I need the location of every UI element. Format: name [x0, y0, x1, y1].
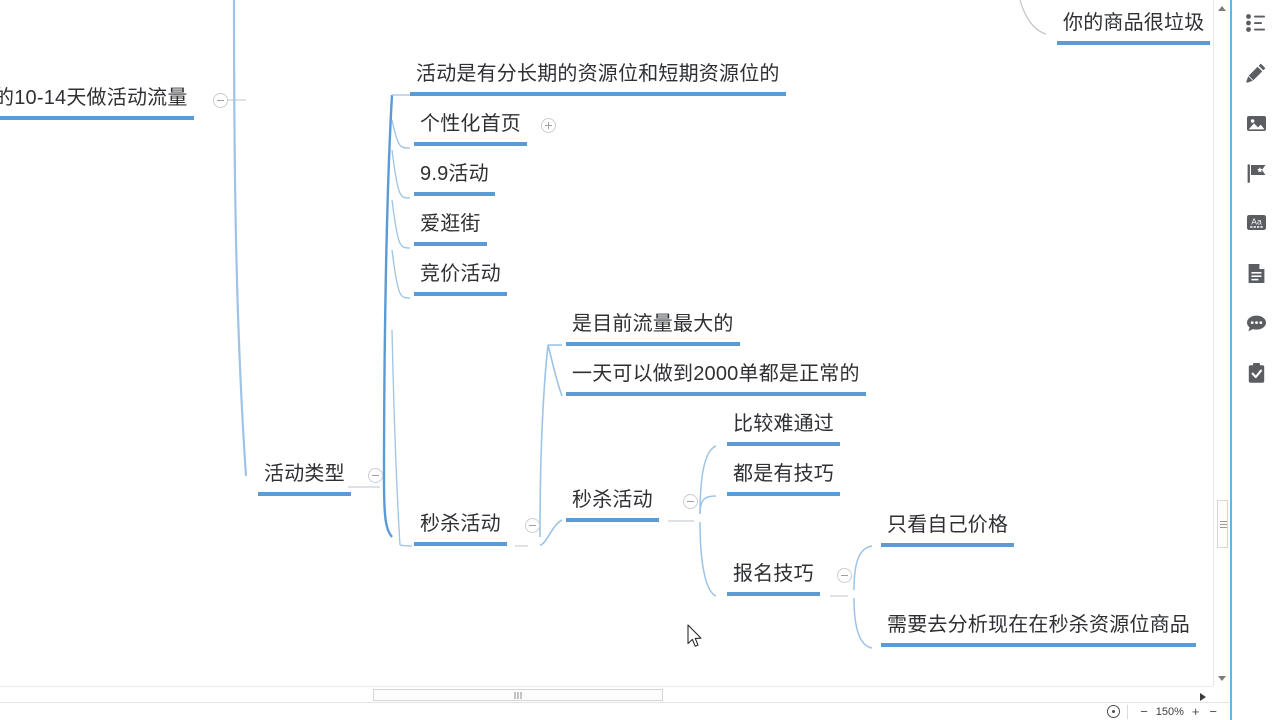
mindmap-node[interactable]: 是目前流量最大的: [566, 312, 740, 346]
mindmap-node[interactable]: 个性化首页: [414, 112, 527, 146]
scroll-thumb-grip-icon: [1220, 521, 1227, 528]
scroll-thumb-grip-icon: [514, 692, 522, 699]
expand-node-button[interactable]: [541, 118, 556, 133]
text-style-icon[interactable]: Aa: [1241, 208, 1271, 238]
brush-icon[interactable]: [1241, 58, 1271, 88]
comment-icon[interactable]: [1241, 308, 1271, 338]
collapse-node-button[interactable]: [683, 494, 698, 509]
fullscreen-button[interactable]: −: [1209, 704, 1217, 719]
canvas-horizontal-scrollbar[interactable]: [0, 686, 1213, 702]
mindmap-canvas[interactable]: 的10-14天做活动流量 活动是有分长期的资源位和短期资源位的个性化首页 9.9活动…: [0, 0, 1213, 686]
vertical-scroll-thumb[interactable]: [1217, 500, 1228, 548]
mindmap-node[interactable]: 9.9活动: [414, 162, 495, 196]
zoom-level-value: 150%: [1155, 705, 1184, 718]
mindmap-node[interactable]: 秒杀活动: [566, 488, 659, 522]
mindmap-node[interactable]: 活动类型: [258, 462, 351, 496]
right-toolbar: Aa: [1232, 0, 1280, 720]
outline-icon[interactable]: [1241, 8, 1271, 38]
collapse-node-button[interactable]: [213, 93, 228, 108]
mindmap-node[interactable]: 竞价活动: [414, 262, 507, 296]
collapse-node-button[interactable]: [525, 518, 540, 533]
mindmap-node[interactable]: 活动是有分长期的资源位和短期资源位的: [410, 62, 786, 96]
mindmap-node[interactable]: 只看自己价格: [881, 513, 1015, 547]
mindmap-node[interactable]: 需要去分析现在在秒杀资源位商品: [881, 613, 1196, 647]
statusbar-divider: [1127, 704, 1129, 719]
fit-to-screen-button[interactable]: [1107, 705, 1121, 718]
notes-icon[interactable]: [1241, 258, 1271, 288]
svg-text:Aa: Aa: [1251, 217, 1262, 227]
mindmap-node[interactable]: 一天可以做到2000单都是正常的: [566, 362, 866, 396]
scroll-down-button[interactable]: [1214, 670, 1230, 686]
horizontal-scroll-thumb[interactable]: [373, 689, 663, 701]
chevron-up-icon: [1218, 5, 1226, 11]
chevron-down-icon: [1218, 675, 1226, 681]
zoom-in-button[interactable]: +: [1191, 704, 1200, 719]
mindmap-node[interactable]: 都是有技巧: [727, 462, 840, 496]
scroll-right-indicator-icon: [1200, 693, 1206, 701]
mindmap-node[interactable]: 你的商品很垃圾: [1057, 11, 1211, 45]
mindmap-node[interactable]: 的10-14天做活动流量: [0, 86, 194, 120]
mindmap-node[interactable]: 秒杀活动: [414, 512, 507, 546]
collapse-node-button[interactable]: [368, 468, 383, 483]
mindmap-node[interactable]: 比较难通过: [727, 412, 840, 446]
task-icon[interactable]: [1241, 358, 1271, 388]
mindmap-node[interactable]: 爱逛街: [414, 212, 487, 246]
image-icon[interactable]: [1241, 108, 1271, 138]
zoom-out-button[interactable]: −: [1140, 704, 1148, 719]
panel-separator: [1230, 0, 1233, 720]
canvas-vertical-scrollbar[interactable]: [1213, 0, 1229, 686]
status-bar: − 150% + −: [0, 702, 1230, 720]
flag-icon[interactable]: [1241, 158, 1271, 188]
collapse-node-button[interactable]: [837, 568, 852, 583]
scroll-up-button[interactable]: [1214, 0, 1230, 16]
mindmap-node[interactable]: 报名技巧: [727, 562, 820, 596]
